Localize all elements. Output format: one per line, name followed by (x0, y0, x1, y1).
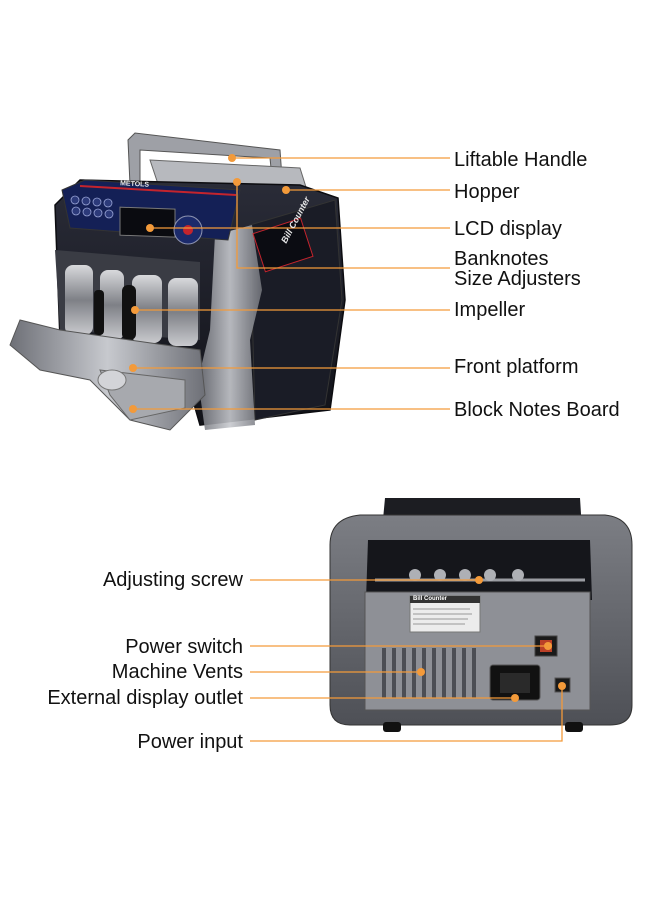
power-input-pins (500, 673, 530, 693)
marker-power-input (558, 682, 566, 690)
marker-hopper (282, 186, 290, 194)
plate-title-text: Bill Counter (413, 596, 447, 602)
info-plate-header (410, 596, 480, 603)
side-window (252, 217, 314, 273)
red-accent-stripe (79, 185, 237, 196)
label-machine-vents: Machine Vents (111, 661, 243, 683)
label-power-input: Power input (137, 731, 243, 753)
bill-counter-front-view (9, 132, 346, 431)
label-adjusting-screw: Adjusting screw (102, 569, 243, 591)
leader-lines (133, 157, 563, 742)
label-lcd-display: LCD display (454, 218, 562, 240)
label-front-platform: Front platform (454, 356, 579, 378)
lcd-display (119, 206, 176, 238)
label-power-switch: Power switch (125, 636, 243, 658)
marker-power-switch (544, 642, 552, 650)
platform-knob (97, 369, 127, 391)
keypad (70, 195, 114, 219)
marker-vents (417, 668, 425, 676)
red-center-button (183, 225, 193, 235)
marker-size-adjusters (233, 178, 241, 186)
bill-counter-back-view (329, 498, 633, 732)
side-frame (198, 225, 262, 430)
marker-front-platform (129, 364, 137, 372)
label-size-adjusters: Size Adjusters (454, 268, 581, 290)
label-block-notes-board: Block Notes Board (454, 399, 620, 421)
foot-right (565, 722, 583, 732)
marker-adjusting-screw (475, 576, 483, 584)
marker-handle (228, 154, 236, 162)
back-opening (366, 540, 592, 600)
impeller-rollers (65, 265, 198, 346)
label-banknotes: Banknotes (454, 248, 549, 270)
info-plate-lines (413, 608, 472, 625)
marker-impeller (131, 306, 139, 314)
label-liftable-handle: Liftable Handle (454, 149, 588, 171)
label-hopper: Hopper (454, 181, 520, 203)
marker-block-board (129, 405, 137, 413)
brand-logo-text: METOLS (119, 180, 150, 189)
marker-display-outlet (511, 694, 519, 702)
label-external-display-outlet: External display outlet (47, 687, 243, 709)
marker-lcd (146, 224, 154, 232)
foot-left (383, 722, 401, 732)
label-impeller: Impeller (454, 299, 526, 321)
